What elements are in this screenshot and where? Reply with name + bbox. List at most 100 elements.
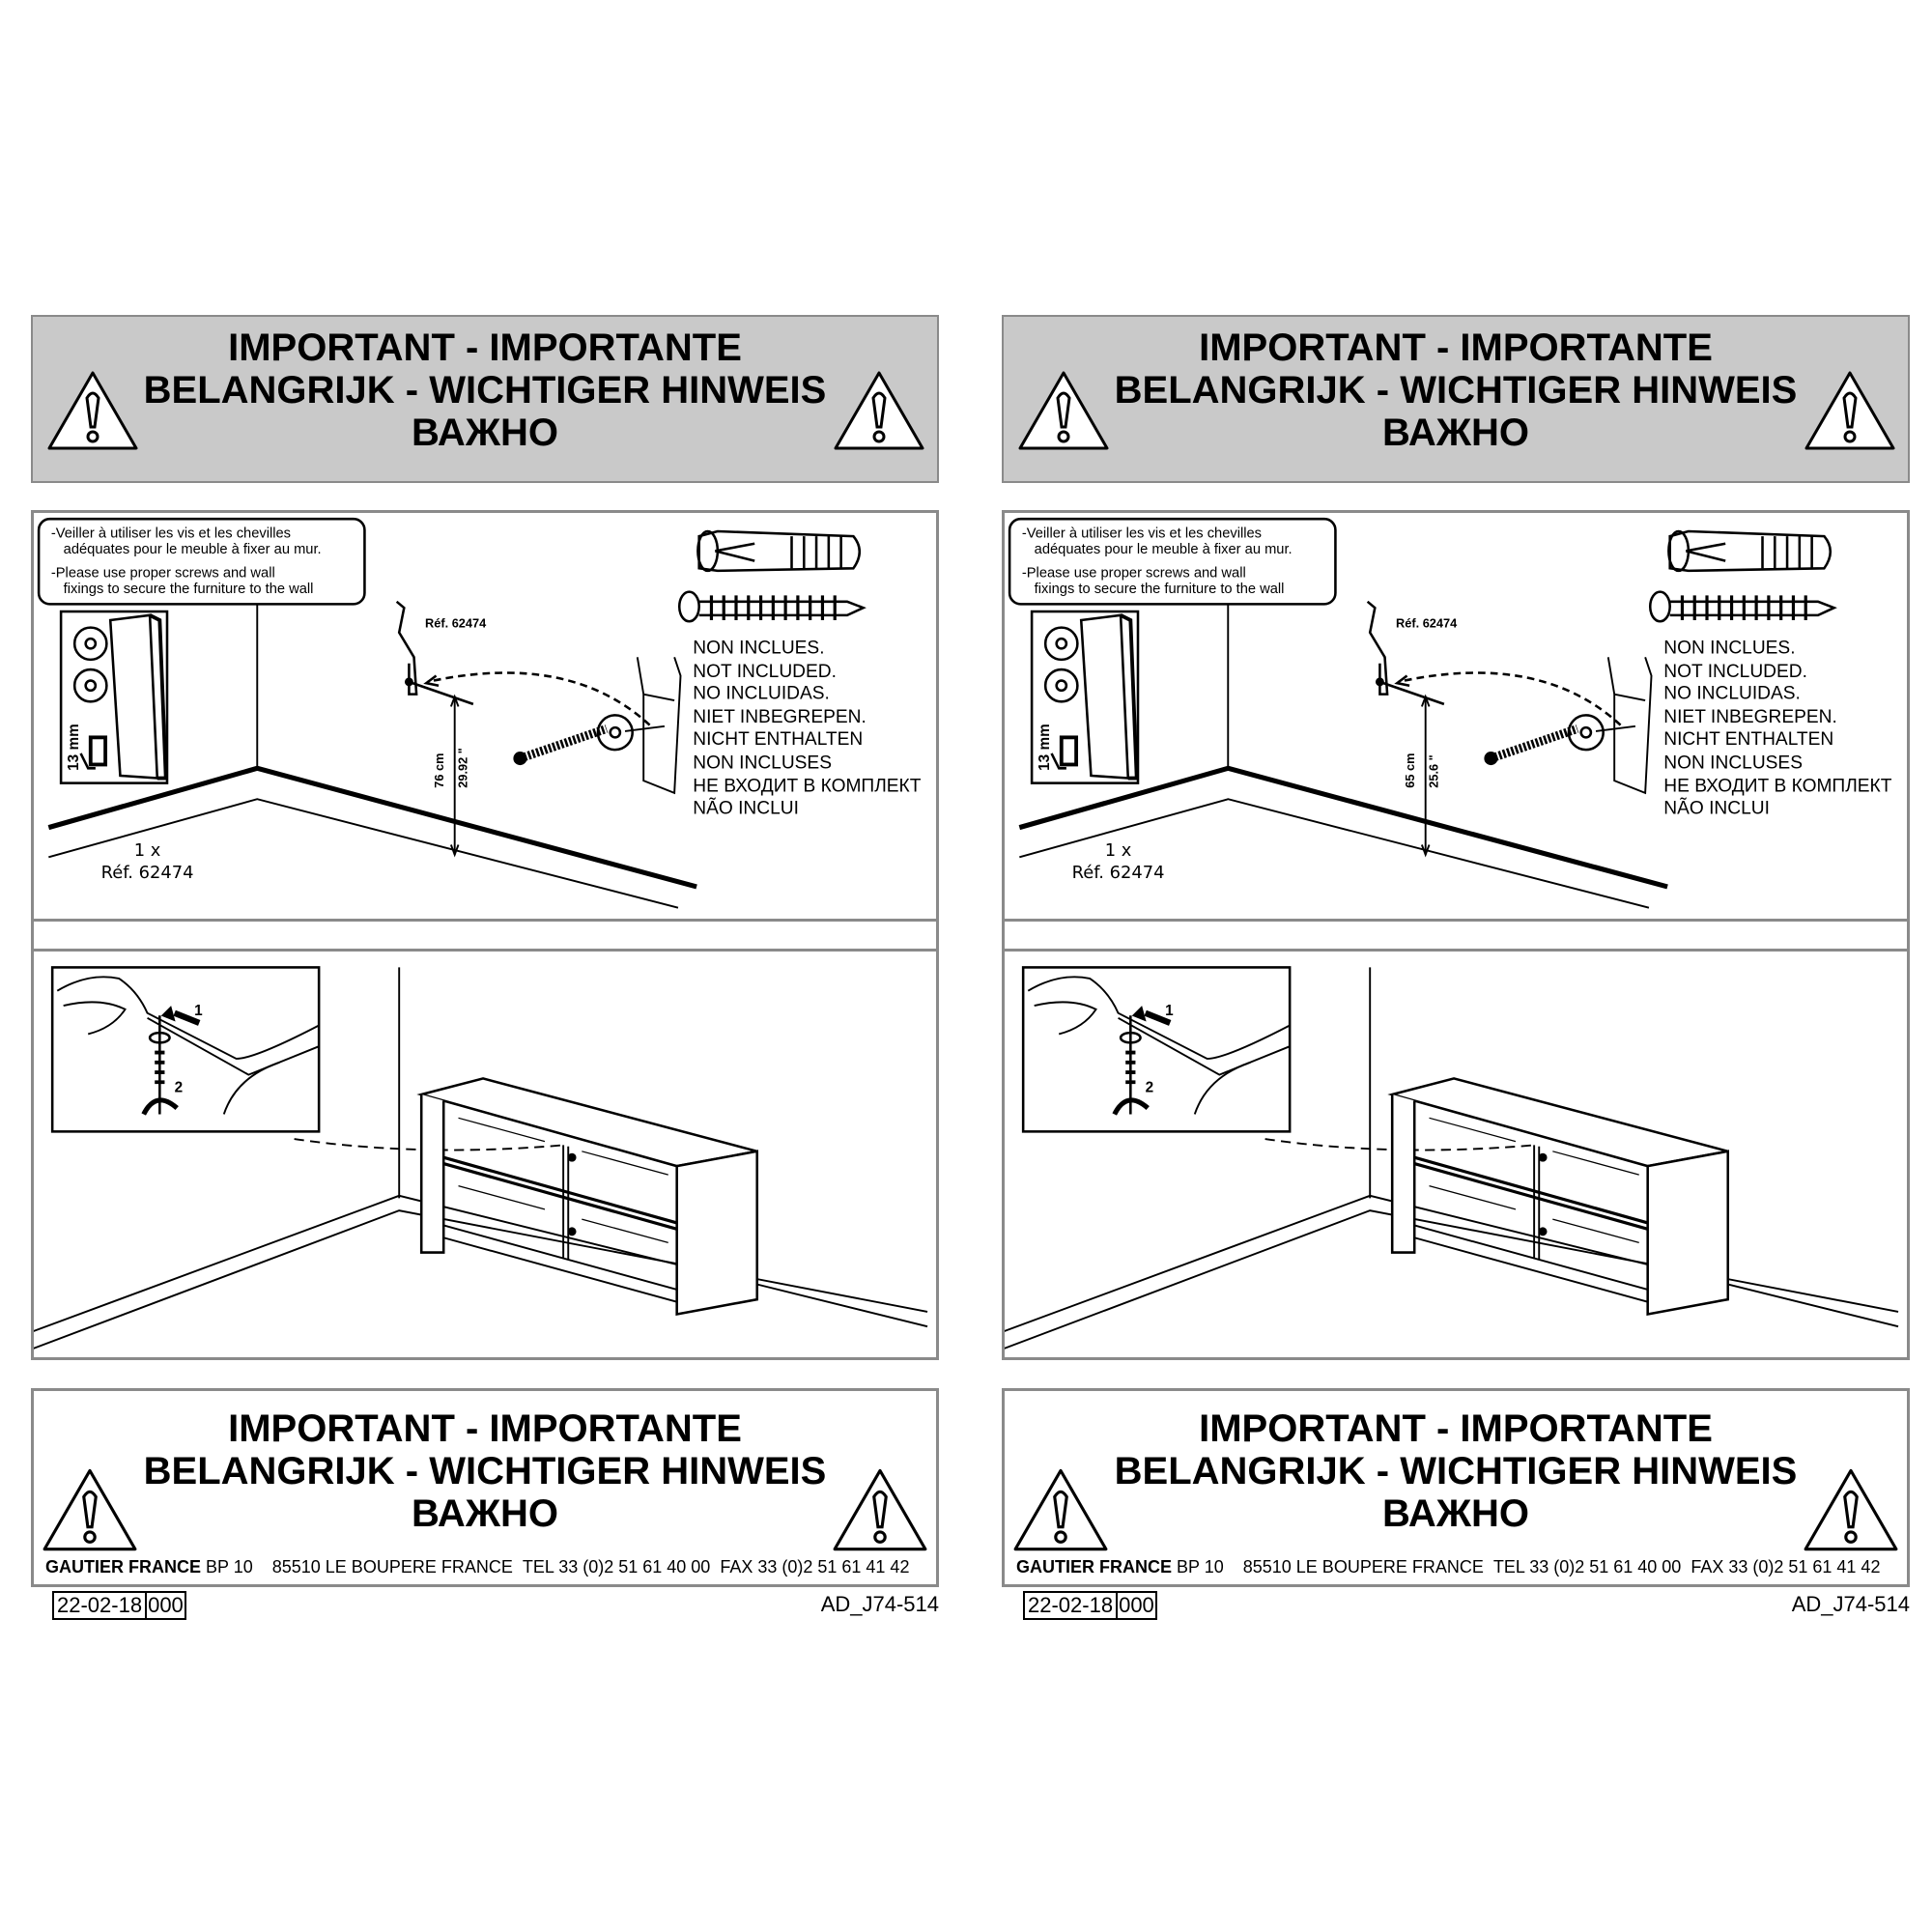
wall-fixing-illustration: -Veiller à utiliser les vis et les chevi… [1008,517,1892,909]
not-included-text: NOT INCLUDED. [1663,662,1807,682]
cabinet-shelf [1413,1155,1649,1231]
screw-icon [1489,724,1579,763]
skirting-board [47,765,697,890]
floor-line [34,1209,928,1350]
address-city: 85510 LE BOUPERE FRANCE [271,1557,513,1577]
detail-inset [50,966,321,1133]
bracket-icon [395,600,418,696]
dashed-arrow [1398,671,1622,726]
document-code: AD_J74-514 [820,1592,939,1616]
step-wall-fixing-panel: -Veiller à utiliser les vis et les chevi… [31,510,939,922]
instruction-sheet: IMPORTANT - IMPORTANTE BELANGRIJK - WICH… [31,315,939,1629]
note-box [37,517,366,606]
note-text-fr: -Veiller à utiliser les vis et les chevi… [51,526,291,541]
not-included-text: НЕ ВХОДИТ В КОМПЛЕКТ [693,777,921,797]
note-box [1008,517,1337,606]
footer-title-line: IMPORTANT - IMPORTANTE [1199,1407,1713,1450]
important-header: IMPORTANT - IMPORTANTE BELANGRIJK - WICH… [31,315,939,483]
hand-sketch [56,976,320,1060]
skirting-board [1005,1194,1899,1332]
small-screw-icon [88,735,108,767]
arrow-1-icon [173,1009,201,1026]
bracket-strap-icon [1079,613,1130,780]
washer-icon [72,668,108,703]
footer-title-line: BELANGRIJK - WICHTIGER HINWEIS [1114,1450,1798,1492]
not-included-text: НЕ ВХОДИТ В КОМПЛЕКТ [1663,777,1891,797]
header-title-line: IMPORTANT - IMPORTANTE [1199,327,1713,369]
footer-title-line: IMPORTANT - IMPORTANTE [228,1407,742,1450]
note-text-fr: adéquates pour le meuble à fixer au mur. [1035,542,1293,557]
not-included-text: NÃO INCLUI [693,798,799,819]
dashed-arrow [427,671,651,726]
revision-date: 22-02-18 [1028,1593,1114,1617]
warning-icon [833,1468,927,1551]
bracket-ref-label: Réf. 62474 [425,616,487,631]
height-cm-label: 65 cm [1403,753,1417,788]
step-attach-furniture-panel: 1 2 [1002,949,1910,1360]
note-text-en: -Please use proper screws and wall [51,565,275,581]
revision-date-box: 22-02-18 000 [1023,1591,1157,1620]
cabinet-side [419,1094,445,1254]
washer-icon [596,714,634,752]
wall-plug-icon [697,529,862,573]
cabinet-end [675,1150,759,1316]
address-fax: FAX 33 (0)2 51 61 41 42 [1690,1557,1881,1577]
step-number: 1 [1165,1003,1174,1019]
hardware-inset [1030,610,1140,784]
warning-icon [1013,1468,1108,1551]
panel-divider [31,918,939,949]
note-text-en: fixings to secure the furniture to the w… [64,582,314,597]
note-text-fr: adéquates pour le meuble à fixer au mur. [64,542,322,557]
washer-icon [72,626,108,662]
important-footer: IMPORTANT - IMPORTANTE BELANGRIJK - WICH… [31,1388,939,1587]
header-title-line: ВАЖНО [412,412,558,454]
revision-number: 000 [145,1593,185,1618]
rotate-arrow-2-icon [141,1097,179,1116]
cabinet-side [1390,1094,1416,1254]
company-name: GAUTIER FRANCE [45,1557,201,1577]
hardware-inset [59,610,169,784]
address-fax: FAX 33 (0)2 51 61 41 42 [720,1557,910,1577]
step-number: 2 [1146,1079,1154,1095]
note-text-fr: -Veiller à utiliser les vis et les chevi… [1022,526,1262,541]
warning-icon [43,1468,137,1551]
not-included-text: NÃO INCLUI [1663,798,1770,819]
document-code: AD_J74-514 [1791,1592,1910,1616]
not-included-text: NO INCLUIDAS. [693,684,830,704]
instruction-sheet: IMPORTANT - IMPORTANTE BELANGRIJK - WICH… [1002,315,1910,1629]
address-city: 85510 LE BOUPERE FRANCE [1242,1557,1484,1577]
step-wall-fixing-panel: -Veiller à utiliser les vis et les chevi… [1002,510,1910,922]
skirting-board [34,1194,928,1332]
not-included-text: NON INCLUSES [693,753,832,773]
step-number: 1 [194,1003,203,1019]
not-included-text: NICHT ENTHALTEN [1663,729,1833,750]
bracket-strap-icon [108,613,159,780]
wall-plate-icon [1606,657,1653,795]
wall-plug-icon [1668,529,1833,573]
not-included-text: NON INCLUES. [1663,638,1795,658]
address-po-box: BP 10 [1177,1557,1224,1577]
step-number: 2 [175,1079,184,1095]
cabinet-shelf [442,1155,678,1231]
header-title-line: ВАЖНО [1382,412,1529,454]
panel-divider [1002,918,1910,949]
important-footer: IMPORTANT - IMPORTANTE BELANGRIJK - WICH… [1002,1388,1910,1587]
rotate-arrow-2-icon [1112,1097,1150,1116]
small-screw-icon [1059,735,1079,767]
revision-date: 22-02-18 [57,1593,143,1617]
footer-title-line: ВАЖНО [1382,1492,1529,1535]
warning-icon [834,371,924,450]
washer-icon [1043,626,1079,662]
floor-line [48,798,679,909]
attach-furniture-illustration: 1 2 [34,966,928,1350]
not-included-text: NO INCLUIDAS. [1663,684,1801,704]
note-text-en: fixings to secure the furniture to the w… [1035,582,1285,597]
quantity-label: 1 x [134,840,161,861]
wall-plate-icon [636,657,682,795]
part-ref-label: Réf. 62474 [101,863,194,883]
part-ref-label: Réf. 62474 [1072,863,1165,883]
company-address: GAUTIER FRANCE BP 10 85510 LE BOUPERE FR… [1016,1557,1897,1577]
arrow-1-icon [1144,1009,1172,1026]
not-included-text: NON INCLUES. [693,638,824,658]
warning-icon [1804,371,1895,450]
